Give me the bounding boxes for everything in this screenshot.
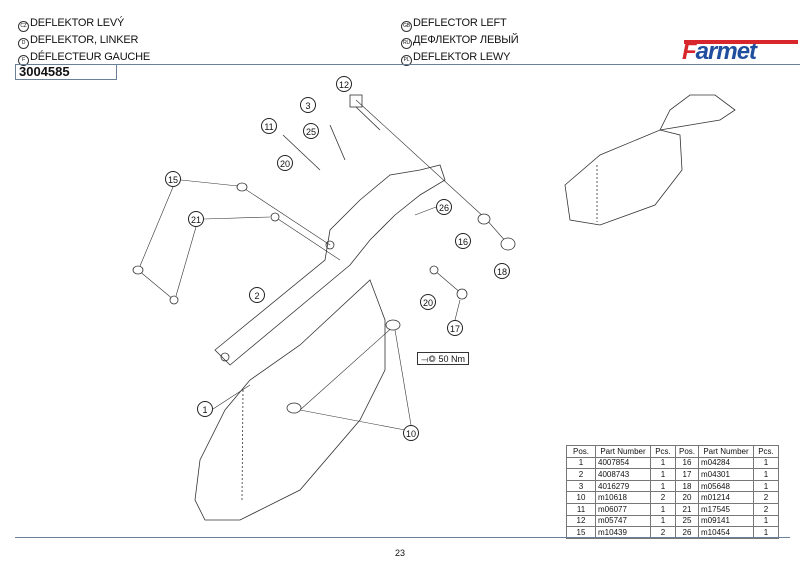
callout: 20 — [420, 294, 436, 310]
table-cell: 25 — [675, 514, 699, 528]
table-cell: 1 — [753, 456, 779, 470]
deflector-plate — [194, 279, 386, 521]
table-cell: 20 — [675, 491, 699, 504]
callout: 17 — [447, 320, 463, 336]
callout: 15 — [165, 171, 181, 187]
callout: 21 — [188, 211, 204, 227]
page-number: 23 — [394, 548, 405, 558]
table-cell: m05648 — [698, 479, 754, 493]
part-number: 3004585 — [15, 64, 117, 80]
table-cell: m10618 — [595, 491, 651, 504]
table-cell: 1 — [650, 514, 676, 528]
table-cell: m06077 — [595, 502, 651, 516]
table-cell: 21 — [675, 502, 699, 516]
table-cell: 18 — [675, 479, 699, 493]
bolt-12 — [349, 94, 363, 108]
table-header: Pos. Part Number Pcs. Pos. Part Number P… — [566, 445, 779, 458]
table-cell: 4016279 — [595, 479, 651, 493]
torque-spec: ⟞◎50 Nm — [417, 352, 469, 365]
table-cell: 11 — [566, 502, 596, 516]
table-cell: 10 — [566, 491, 596, 504]
table-cell: m04301 — [698, 468, 754, 481]
table-cell: 4008743 — [595, 468, 651, 481]
table-cell: 1 — [753, 514, 779, 528]
table-cell: 1 — [753, 479, 779, 493]
table-cell: 2 — [566, 468, 596, 481]
callout: 10 — [403, 425, 419, 441]
table-cell: 1 — [566, 456, 596, 470]
table-cell: 1 — [650, 468, 676, 481]
table-cell: 2 — [753, 502, 779, 516]
callout: 18 — [494, 263, 510, 279]
callout: 2 — [249, 287, 265, 303]
wrench-icon: ⟞◎ — [421, 354, 436, 364]
farmet-logo: Farmet — [682, 38, 799, 65]
callout: 3 — [300, 97, 316, 113]
arm — [214, 164, 446, 366]
callout: 1 — [197, 401, 213, 417]
callout: 20 — [277, 155, 293, 171]
table-cell: 12 — [566, 514, 596, 528]
table-cell: m17545 — [698, 502, 754, 516]
parts-table: Pos. Part Number Pcs. Pos. Part Number P… — [566, 445, 779, 539]
callout: 16 — [455, 233, 471, 249]
callout: 12 — [336, 76, 352, 92]
table-cell: 1 — [650, 479, 676, 493]
table-cell: 4007854 — [595, 456, 651, 470]
callout: 26 — [436, 199, 452, 215]
assembly-preview — [564, 129, 683, 226]
header-rule — [15, 64, 800, 65]
callout: 25 — [303, 123, 319, 139]
table-cell: 1 — [650, 502, 676, 516]
table-cell: 16 — [675, 456, 699, 470]
table-cell: 1 — [650, 456, 676, 470]
table-cell: m05747 — [595, 514, 651, 528]
table-cell: m04284 — [698, 456, 754, 470]
table-cell: 2 — [650, 491, 676, 504]
table-cell: 2 — [753, 491, 779, 504]
table-cell: 17 — [675, 468, 699, 481]
table-cell: 3 — [566, 479, 596, 493]
table-cell: 1 — [753, 468, 779, 481]
callout: 11 — [261, 118, 277, 134]
table-cell: m01214 — [698, 491, 754, 504]
table-cell: m09141 — [698, 514, 754, 528]
footer-rule — [15, 537, 790, 538]
